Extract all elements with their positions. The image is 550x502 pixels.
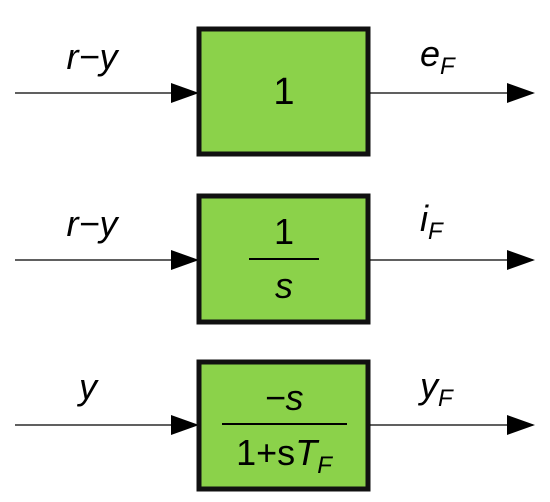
transfer-denominator-2: s	[275, 265, 293, 306]
block-row-1: r−y 1 eF	[15, 26, 535, 157]
output-label-2-sub: F	[428, 218, 444, 245]
output-label-2-base: i	[420, 198, 429, 239]
transfer-gain-1: 1	[273, 71, 294, 113]
transfer-denominator-3: 1+sTF	[236, 432, 333, 479]
output-label-1: eF	[420, 33, 456, 80]
transfer-block-1	[196, 26, 371, 157]
input-label-1: r−y	[66, 36, 119, 77]
transfer-numerator-3: −s	[264, 377, 303, 418]
block-row-3: y −s 1+sTF yF	[15, 359, 535, 492]
transfer-denominator-3-T: T	[295, 432, 320, 473]
output-label-3: yF	[417, 365, 454, 412]
transfer-denominator-3-prefix: 1+s	[236, 432, 295, 473]
transfer-numerator-2: 1	[274, 211, 294, 252]
output-label-1-base: e	[420, 33, 440, 74]
transfer-block-3	[196, 359, 371, 492]
input-label-3: y	[76, 366, 99, 407]
output-label-2: iF	[420, 198, 444, 245]
input-label-2: r−y	[66, 203, 119, 244]
output-label-3-base: y	[417, 365, 440, 406]
output-label-3-sub: F	[438, 385, 454, 412]
transfer-denominator-3-sub: F	[317, 452, 333, 479]
output-label-1-sub: F	[440, 53, 456, 80]
block-row-2: r−y 1 s iF	[15, 193, 535, 325]
